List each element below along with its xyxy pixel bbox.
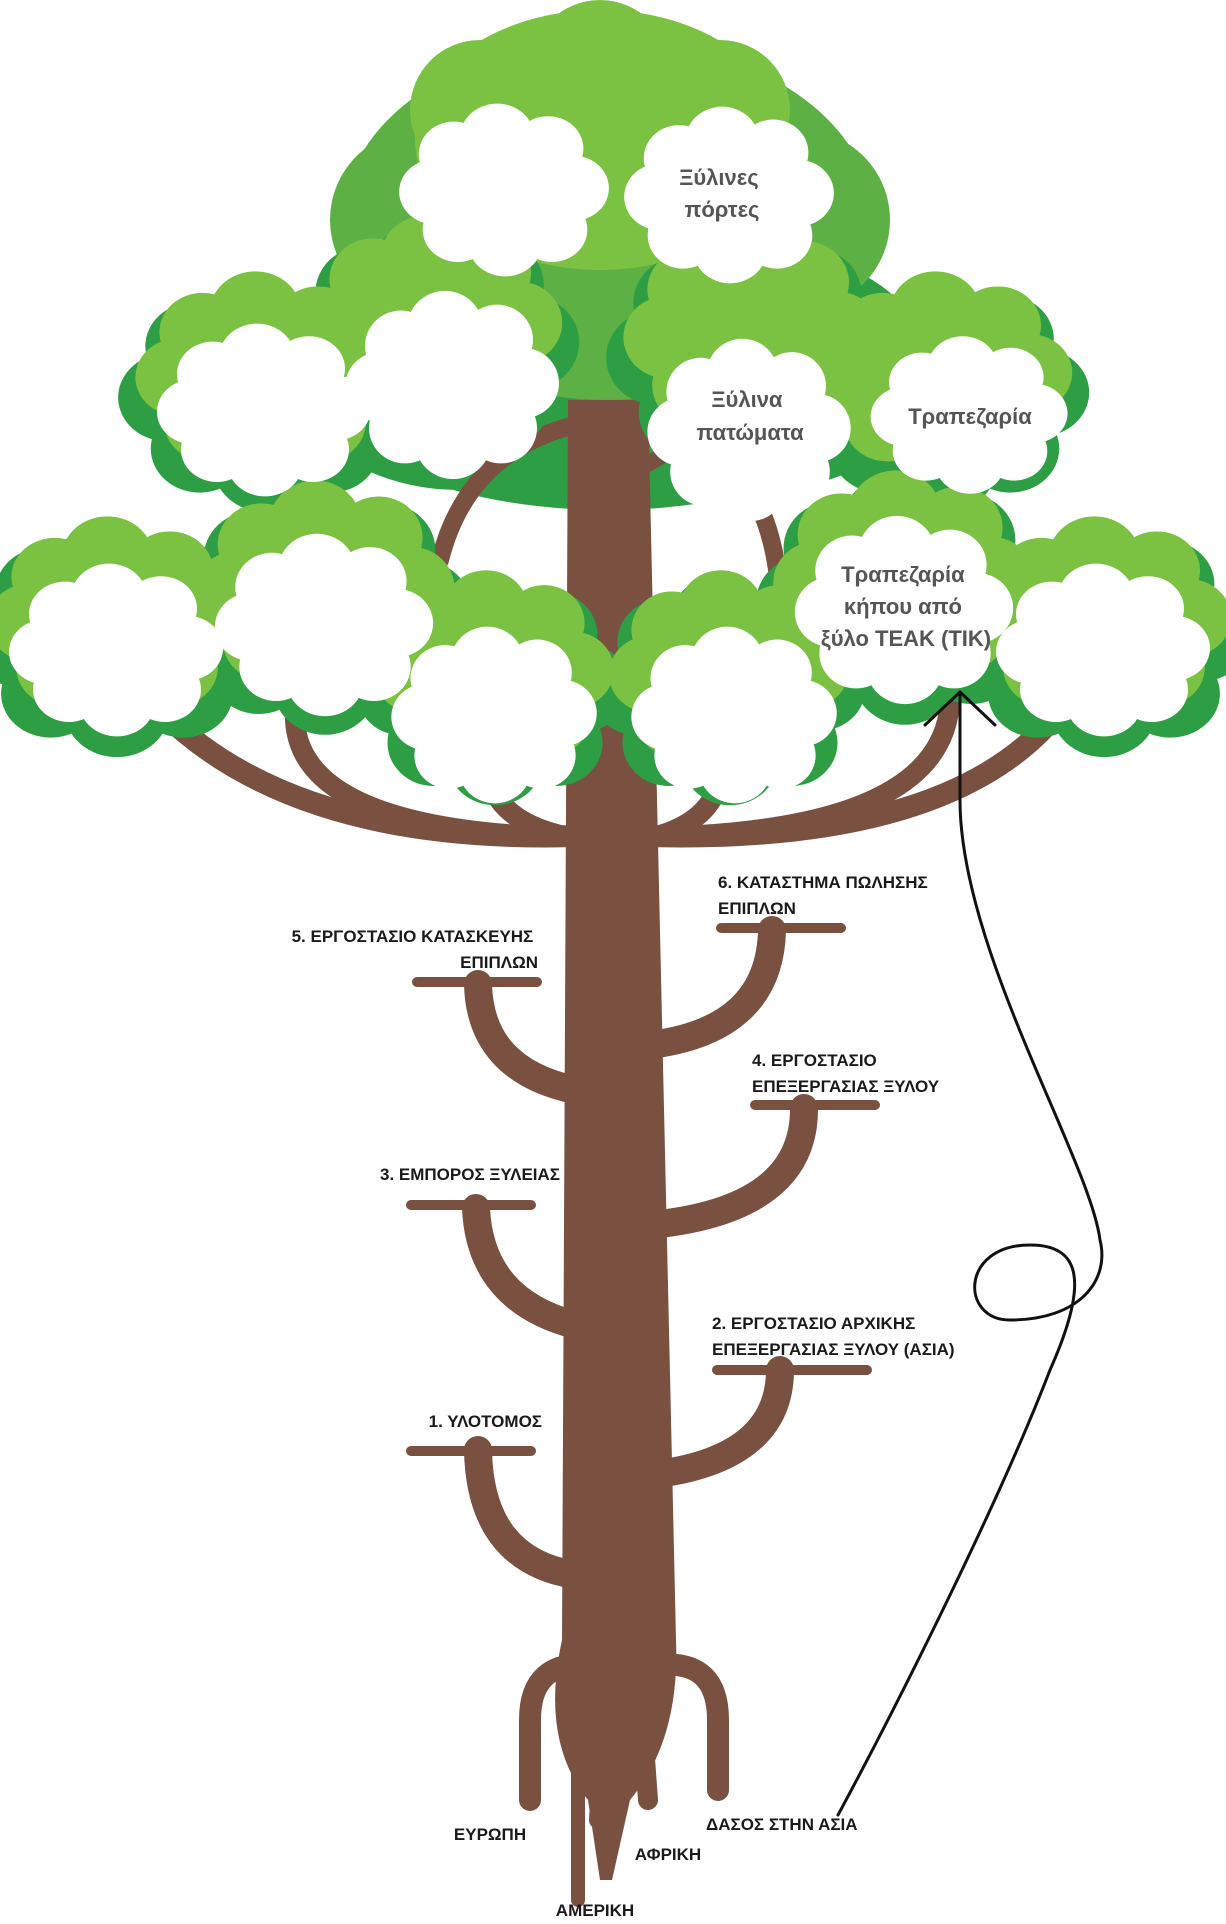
stage-6-label-l2: ΕΠΙΠΛΩΝ xyxy=(718,899,796,918)
stage-4-label-l1: 4. ΕΡΓΟΣΤΑΣΙΟ xyxy=(752,1051,877,1070)
supply-route-arrow xyxy=(836,693,1104,1817)
svg-text:4. ΕΡΓΟΣΤΑΣΙΟ ΕΠΕΞΕΡΓΑΣΙΑΣ: 4. ΕΡΓΟΣΤΑΣΙΟ ΕΠΕΞΕΡΓΑΣΙΑΣ ΞΥΛΟΥ xyxy=(752,1051,940,1096)
stage-5-label-l1: 5. ΕΡΓΟΣΤΑΣΙΟ ΚΑΤΑΣΚΕΥΗΣ xyxy=(292,927,534,946)
stage-6-label-l1: 6. ΚΑΤΑΣΤΗΜΑ ΠΩΛΗΣΗΣ xyxy=(718,873,928,892)
stage-2-label-l2: ΕΠΕΞΕΡΓΑΣΙΑΣ ΞΥΛΟΥ (ΑΣΙΑ) xyxy=(712,1340,955,1359)
root-europe-label: ΕΥΡΩΠΗ xyxy=(454,1825,526,1844)
root-america-label: ΑΜΕΡΙΚΗ xyxy=(556,1901,634,1920)
arrow-head-icon xyxy=(923,690,997,727)
stage-2-label-l1: 2. ΕΡΓΟΣΤΑΣΙΟ ΑΡΧΙΚΗΣ xyxy=(712,1314,915,1333)
svg-text:6. ΚΑΤΑΣΤΗΜΑ ΠΩΛΗΣΗΣ ΕΠΙΠΛ: 6. ΚΑΤΑΣΤΗΜΑ ΠΩΛΗΣΗΣ ΕΠΙΠΛΩΝ xyxy=(718,873,932,918)
product-dining-table: Τραπεζαρία xyxy=(908,404,1032,429)
svg-text:Τραπεζαρία κήπου από ξ: Τραπεζαρία κήπου από ξύλο TEAK (ΤΙΚ) xyxy=(821,562,991,651)
product-garden-table-l3: ξύλο TEAK (ΤΙΚ) xyxy=(821,626,991,651)
product-garden-table-l2: κήπου από xyxy=(844,594,962,619)
product-garden-table-l1: Τραπεζαρία xyxy=(841,562,965,587)
svg-text:Ξύλινα πατώματα: Ξύλινα πατώματα xyxy=(696,387,804,445)
product-wooden-doors-l2: πόρτες xyxy=(685,197,760,222)
root-asia-forest-label: ΔΑΣΟΣ ΣΤΗΝ ΑΣΙΑ xyxy=(706,1815,858,1834)
svg-text:2. ΕΡΓΟΣΤΑΣΙΟ ΑΡΧΙΚΗΣ ΕΠΕΞ: 2. ΕΡΓΟΣΤΑΣΙΟ ΑΡΧΙΚΗΣ ΕΠΕΞΕΡΓΑΣΙΑΣ ΞΥΛΟΥ… xyxy=(712,1314,955,1359)
product-wooden-floors-l2: πατώματα xyxy=(696,420,804,445)
stage-3-label: 3. ΕΜΠΟΡΟΣ ΞΥΛΕΙΑΣ xyxy=(380,1165,560,1184)
product-wooden-doors-l1: Ξύλινες xyxy=(679,165,758,190)
svg-text:5. ΕΡΓΟΣΤΑΣΙΟ ΚΑΤΑΣΚΕΥΗΣ Ε: 5. ΕΡΓΟΣΤΑΣΙΟ ΚΑΤΑΣΚΕΥΗΣ ΕΠΙΠΛΩΝ xyxy=(292,927,538,972)
root-africa-label: ΑΦΡΙΚΗ xyxy=(635,1845,701,1864)
svg-text:Ξύλινες πόρτες: Ξύλινες πόρτες xyxy=(679,165,765,222)
stage-5-label-l2: ΕΠΙΠΛΩΝ xyxy=(460,953,538,972)
stage-1-label: 1. ΥΛΟΤΟΜΟΣ xyxy=(429,1412,542,1431)
product-wooden-floors-l1: Ξύλινα xyxy=(711,387,783,412)
stage-4-label-l2: ΕΠΕΞΕΡΓΑΣΙΑΣ ΞΥΛΟΥ xyxy=(752,1077,940,1096)
